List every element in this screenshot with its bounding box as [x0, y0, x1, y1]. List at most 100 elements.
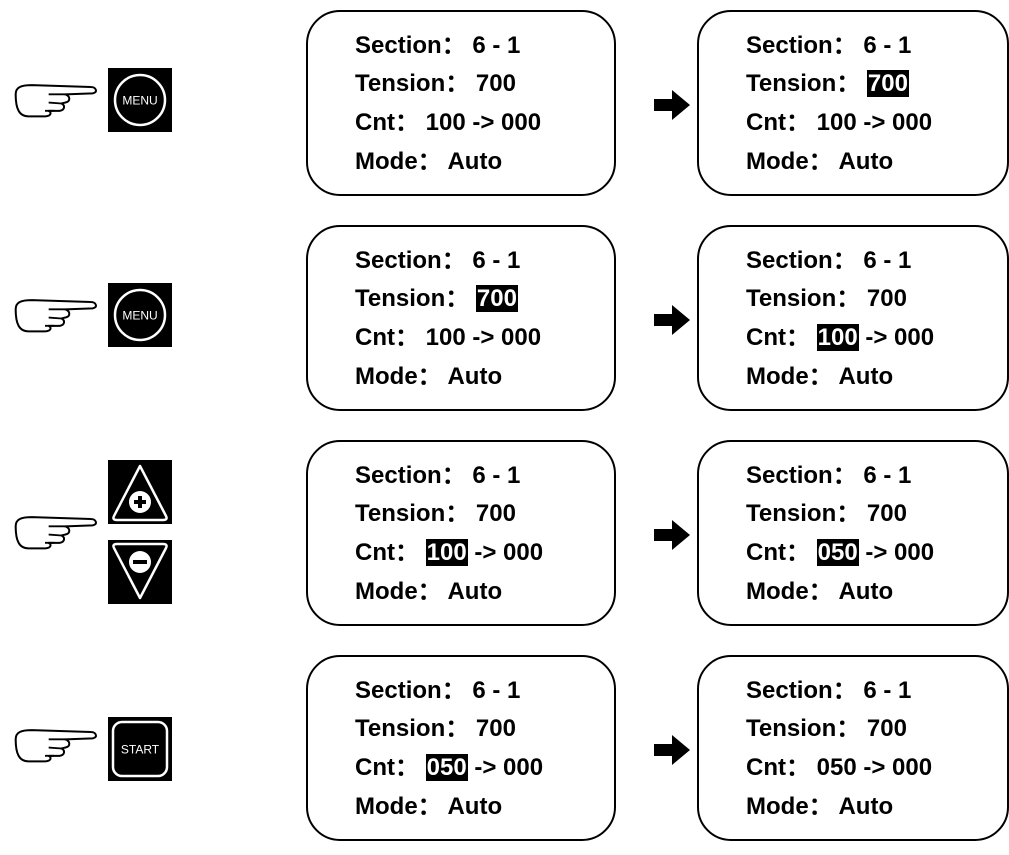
separator: ： [394, 324, 426, 351]
separator: ： [445, 715, 476, 742]
tension-label: Tension [746, 715, 837, 742]
separator: ： [785, 324, 817, 351]
right-arrow-icon [654, 90, 690, 120]
separator: ： [836, 70, 867, 97]
right-arrow-icon [654, 305, 690, 335]
tension-line: Tension： 700 [355, 285, 518, 313]
mode-label: Mode [746, 363, 809, 390]
cnt-arrow-text: -> [858, 539, 895, 566]
cnt-label: Cnt [355, 754, 395, 781]
section-value: 6 - 1 [863, 462, 912, 489]
cnt-to-value: 000 [892, 109, 933, 136]
plus-button[interactable] [108, 460, 172, 524]
cnt-line: Cnt： 100 -> 000 [355, 109, 541, 137]
section-line: Section： 6 - 1 [355, 32, 520, 60]
cnt-label: Cnt [355, 324, 395, 351]
mode-line: Mode： Auto [355, 363, 502, 391]
cnt-from-value: 100 [816, 109, 857, 136]
cnt-to-value: 000 [503, 539, 544, 566]
cnt-arrow-text: -> [858, 324, 895, 351]
cnt-arrow-text: -> [465, 324, 502, 351]
mode-line: Mode： Auto [355, 793, 502, 821]
tension-label: Tension [746, 285, 837, 312]
tension-value: 700 [475, 715, 516, 742]
separator: ： [441, 247, 473, 274]
section-line: Section： 6 - 1 [746, 32, 911, 60]
cnt-from-value: 100 [425, 109, 466, 136]
menu-button[interactable]: MENU [108, 68, 172, 132]
cnt-from-value: 100 [816, 324, 859, 351]
right-arrow-icon [654, 735, 690, 765]
minus-triangle-icon [112, 542, 168, 600]
separator: ： [832, 247, 864, 274]
section-label: Section [746, 677, 833, 704]
cnt-line: Cnt： 050 -> 000 [746, 539, 934, 567]
pointing-hand-icon [14, 516, 97, 550]
pointing-hand-icon [14, 299, 97, 333]
cnt-to-value: 000 [503, 754, 544, 781]
cnt-from-value: 100 [425, 539, 468, 566]
tension-line: Tension： 700 [355, 500, 516, 528]
separator: ： [417, 578, 448, 605]
separator: ： [808, 148, 839, 175]
section-value: 6 - 1 [863, 677, 912, 704]
section-value: 6 - 1 [472, 32, 521, 59]
mode-label: Mode [355, 793, 418, 820]
mode-label: Mode [746, 578, 809, 605]
minus-button[interactable] [108, 540, 172, 604]
cnt-to-value: 000 [894, 324, 935, 351]
separator: ： [832, 32, 864, 59]
tension-value: 700 [866, 70, 909, 97]
cnt-to-value: 000 [894, 539, 935, 566]
section-line: Section： 6 - 1 [355, 677, 520, 705]
section-label: Section [355, 247, 442, 274]
separator: ： [394, 539, 426, 566]
tension-value: 700 [475, 70, 516, 97]
separator: ： [808, 578, 839, 605]
tension-line: Tension： 700 [746, 285, 907, 313]
separator: ： [394, 754, 426, 781]
cnt-line: Cnt： 050 -> 000 [355, 754, 543, 782]
mode-line: Mode： Auto [746, 578, 893, 606]
pointing-hand-icon [14, 84, 97, 118]
cnt-from-value: 100 [425, 324, 466, 351]
mode-label: Mode [355, 363, 418, 390]
section-line: Section： 6 - 1 [746, 462, 911, 490]
separator: ： [441, 462, 473, 489]
cnt-from-value: 050 [816, 754, 857, 781]
menu-button[interactable]: MENU [108, 283, 172, 347]
cnt-label: Cnt [746, 754, 786, 781]
tension-label: Tension [355, 70, 446, 97]
section-value: 6 - 1 [863, 32, 912, 59]
mode-line: Mode： Auto [746, 363, 893, 391]
mode-line: Mode： Auto [746, 148, 893, 176]
cnt-to-value: 000 [892, 754, 933, 781]
cnt-line: Cnt： 100 -> 000 [355, 324, 541, 352]
cnt-arrow-text: -> [856, 109, 893, 136]
section-label: Section [355, 462, 442, 489]
section-line: Section： 6 - 1 [355, 247, 520, 275]
mode-value: Auto [838, 578, 894, 605]
separator: ： [785, 754, 817, 781]
mode-value: Auto [447, 793, 503, 820]
start-button[interactable]: START [108, 717, 172, 781]
cnt-label: Cnt [355, 539, 395, 566]
svg-text:MENU: MENU [122, 94, 157, 108]
section-value: 6 - 1 [472, 462, 521, 489]
svg-text:MENU: MENU [122, 309, 157, 323]
mode-label: Mode [746, 793, 809, 820]
section-label: Section [746, 32, 833, 59]
separator: ： [445, 70, 476, 97]
cnt-arrow-text: -> [465, 109, 502, 136]
tension-line: Tension： 700 [746, 70, 909, 98]
